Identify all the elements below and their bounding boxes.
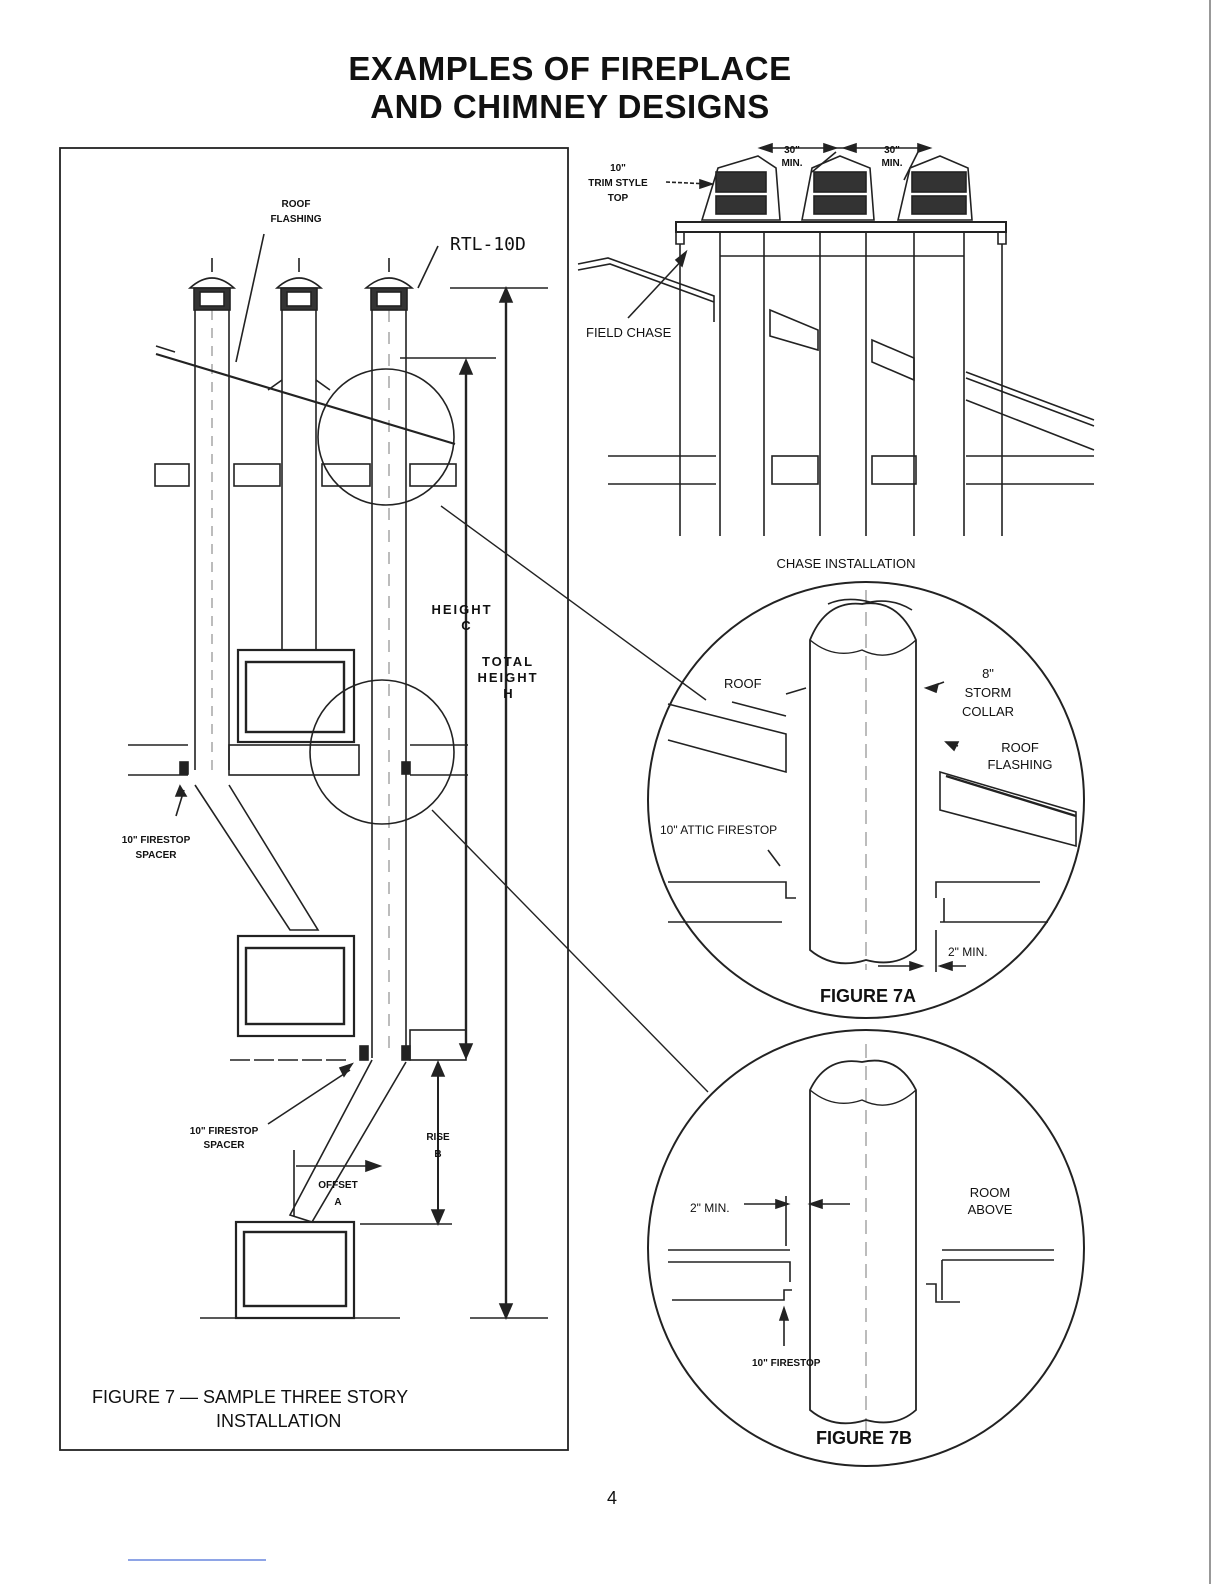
figure-7-frame (59, 147, 569, 1451)
rise-b-dimension (360, 1059, 452, 1227)
offset-pipe-lower (288, 1059, 407, 1223)
rise-label-1: RISE (426, 1132, 450, 1143)
chimney-cap-left (187, 258, 237, 311)
dim-30-left-1: 30" (784, 145, 800, 156)
chimney-pipe-right (371, 310, 407, 1058)
total-height-label-2: HEIGHT (477, 670, 538, 685)
figure-7b-detail (647, 1029, 1085, 1467)
chimney-cap-right (363, 258, 415, 311)
fig7a-storm-label-3: COLLAR (962, 704, 1014, 719)
model-label: RTL-10D (450, 234, 526, 255)
fig7a-attic-firestop-label: 10" ATTIC FIRESTOP (660, 823, 777, 837)
fig7a-min-label: 2" MIN. (948, 945, 988, 959)
dim-30-right-2: MIN. (881, 158, 902, 169)
roof-flashing-label-1: ROOF (282, 199, 311, 210)
chimney-pipe-left (194, 310, 230, 770)
fig7a-roof-label: ROOF (724, 676, 762, 691)
rtl-leader (417, 245, 439, 289)
firestop-spacer-label-2b: SPACER (204, 1140, 246, 1151)
height-c-label-2: C (461, 618, 471, 633)
rise-label-2: B (434, 1149, 441, 1160)
offset-pipe-upper (194, 784, 320, 931)
chimney-cap-middle (274, 258, 324, 311)
fig7b-room-label-1: ROOM (970, 1185, 1010, 1200)
leader-to-7a (440, 505, 707, 701)
offset-a-dimension (293, 1150, 383, 1216)
total-height-h-dimension (450, 285, 548, 1321)
height-c-label-1: HEIGHT (431, 602, 492, 617)
first-floor-ceiling (230, 1029, 467, 1061)
trim-top-3 (896, 155, 973, 221)
firestop-spacer-label-1a: 10" FIRESTOP (122, 835, 191, 846)
trim-style-label-3: TOP (608, 193, 629, 204)
total-height-label-1: TOTAL (482, 654, 534, 669)
lower-fireplace (200, 1220, 400, 1320)
firestop-spacer-label-1b: SPACER (136, 850, 178, 861)
detail-circle-7a (317, 368, 455, 506)
middle-fireplace (236, 934, 356, 1038)
chase-installation-drawing (577, 142, 1095, 536)
fig7a-flashing-label-2: FLASHING (987, 757, 1052, 772)
total-height-label-3: H (503, 686, 512, 701)
detail-circle-7b (309, 679, 455, 825)
leader-to-7b (431, 809, 709, 1093)
figure-7-panel (59, 147, 709, 1451)
roof-edge (155, 345, 176, 353)
fig7a-flashing-label-1: ROOF (1001, 740, 1039, 755)
fig7a-storm-label-2: STORM (965, 685, 1012, 700)
chimney-pipe-middle (267, 310, 331, 650)
field-chase-label: FIELD CHASE (586, 325, 672, 340)
attic-joists (154, 463, 457, 487)
trim-top-2 (801, 155, 875, 221)
upper-fireplace (236, 648, 356, 744)
trim-top-1 (700, 155, 781, 221)
roof-flashing-leader (235, 233, 265, 363)
roof-flashing-label-2: FLASHING (270, 214, 321, 225)
figure-7-caption-2: INSTALLATION (216, 1411, 341, 1431)
page-number: 4 (606, 1488, 617, 1508)
trim-style-label-1: 10" (610, 163, 626, 174)
fig7a-storm-label-1: 8" (982, 666, 994, 681)
offset-label-2: A (334, 1197, 341, 1208)
figure-7a-detail (647, 581, 1085, 1019)
page-title-line-1: EXAMPLES OF FIREPLACE (348, 50, 792, 87)
figure-7-caption-1: FIGURE 7 — SAMPLE THREE STORY (92, 1387, 408, 1407)
offset-label-1: OFFSET (318, 1180, 357, 1191)
fig7b-room-label-2: ABOVE (968, 1202, 1013, 1217)
trim-style-label-2: TRIM STYLE (588, 178, 648, 189)
dim-30-left-2: MIN. (781, 158, 802, 169)
height-c-dimension (400, 357, 496, 1061)
spacer-leader-2 (267, 1069, 351, 1125)
fig7a-caption: FIGURE 7A (820, 986, 916, 1006)
roof-line (155, 352, 456, 446)
fig7b-caption: FIGURE 7B (816, 1428, 912, 1448)
page-title-line-2: AND CHIMNEY DESIGNS (370, 88, 770, 125)
dim-30-right-1: 30" (884, 145, 900, 156)
firestop-spacer-label-2a: 10" FIRESTOP (190, 1126, 259, 1137)
fig7b-firestop-label: 10" FIRESTOP (752, 1358, 821, 1369)
second-floor-ceiling (128, 744, 468, 776)
fig7b-min-label: 2" MIN. (690, 1201, 730, 1215)
chase-installation-caption: CHASE INSTALLATION (777, 556, 916, 571)
